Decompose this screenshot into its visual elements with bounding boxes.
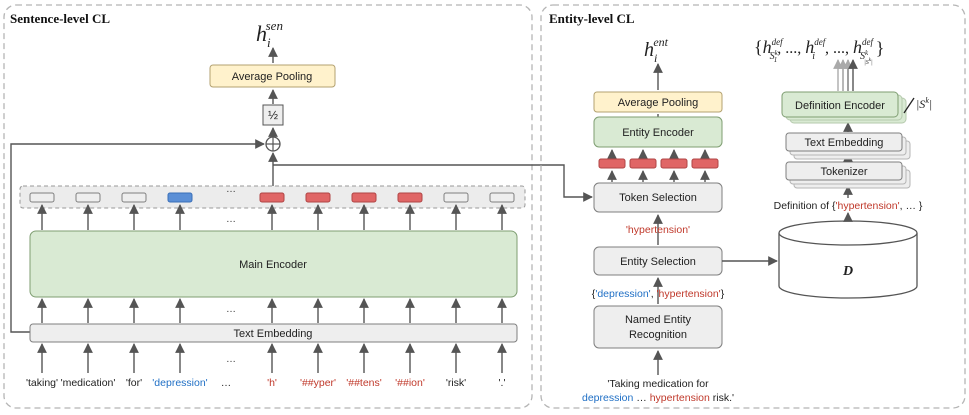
stack-count-label: |Sk| xyxy=(916,96,932,111)
text-embedding xyxy=(29,323,518,343)
tokenizer-label: Tokenizer xyxy=(820,166,867,178)
token-representation xyxy=(75,192,101,203)
entity-token-representation xyxy=(660,158,688,169)
sentence-average-pooling xyxy=(209,64,336,88)
token-representation xyxy=(305,192,331,203)
input-tokens: 'taking''medication' 'for' 'depression' … 'h… xyxy=(26,377,505,389)
svg-text:…: … xyxy=(226,214,236,225)
token-selection xyxy=(593,182,723,213)
entity-encoder-label: Entity Encoder xyxy=(622,127,694,139)
sentence-output-symbol: hisen xyxy=(256,18,283,50)
entity-token-representation xyxy=(691,158,719,169)
svg-text:…: … xyxy=(226,304,236,315)
entity-token-representation xyxy=(629,158,657,169)
sentence-pooling-label: Average Pooling xyxy=(232,71,313,83)
entity-level-panel: Entity-level CL hient Average Pooling En… xyxy=(540,4,966,409)
entity-average-pooling xyxy=(593,91,723,113)
entity-panel-border xyxy=(540,4,966,409)
svg-text:…: … xyxy=(226,354,236,365)
sentence-panel-border xyxy=(3,4,533,409)
token-representation xyxy=(397,192,423,203)
definition-text-embedding-label: Text Embedding xyxy=(805,137,884,149)
token-representations xyxy=(29,192,515,203)
ner-label-line1: Named Entity xyxy=(625,314,692,326)
sentence-level-panel: Sentence-level CL hisen Average Pooling … xyxy=(3,4,593,409)
selected-entity-label: 'hypertension' xyxy=(626,224,690,236)
token-representation xyxy=(29,192,55,203)
entity-token-representations xyxy=(598,149,719,182)
sentence-panel-title: Sentence-level CL xyxy=(10,11,110,26)
definition-embedding-stack: Text Embedding xyxy=(785,132,911,160)
main-encoder xyxy=(29,230,518,298)
input-token: 'taking' xyxy=(26,377,58,389)
entity-selection-label: Entity Selection xyxy=(620,256,696,268)
ner-label-line2: Recognition xyxy=(629,329,687,341)
definition-encoder-label: Definition Encoder xyxy=(795,100,885,112)
input-sentence-line2: depression … hypertension risk.' xyxy=(582,392,734,404)
input-token: '.' xyxy=(499,377,506,389)
definition-database: D xyxy=(778,220,918,299)
input-token: '##tens' xyxy=(346,377,382,389)
input-token: '##yper' xyxy=(300,377,336,389)
token-representation xyxy=(443,192,469,203)
token-representation xyxy=(121,192,147,203)
database-label: D xyxy=(842,264,853,279)
input-token: 'depression' xyxy=(152,377,207,389)
input-token: 'medication' xyxy=(61,377,116,389)
definition-encoder-stack: Definition Encoder xyxy=(781,91,907,124)
input-token: … xyxy=(221,377,232,389)
svg-text:…: … xyxy=(226,184,236,195)
text-embedding-label: Text Embedding xyxy=(234,328,313,340)
token-selection-label: Token Selection xyxy=(619,192,697,204)
entity-token-representation xyxy=(598,158,626,169)
named-entity-recognition xyxy=(593,305,723,349)
input-token: 'for' xyxy=(126,377,142,389)
token-representation xyxy=(259,192,285,203)
entity-panel-title: Entity-level CL xyxy=(549,11,635,26)
entity-output-symbol: hient xyxy=(644,35,669,65)
half-scale-box xyxy=(262,104,284,126)
residual-connection xyxy=(10,139,265,333)
main-encoder-label: Main Encoder xyxy=(239,259,307,271)
input-token: '##ion' xyxy=(395,377,425,389)
half-scale-label: ½ xyxy=(268,108,278,122)
token-representation xyxy=(351,192,377,203)
tokenizer-stack: Tokenizer xyxy=(785,161,911,189)
entity-pooling-label: Average Pooling xyxy=(618,97,699,109)
token-representation xyxy=(489,192,515,203)
definition-query-label: Definition of {'hypertension', … } xyxy=(774,200,923,212)
input-token: 'risk' xyxy=(446,377,466,389)
token-representation xyxy=(167,192,193,203)
input-token: 'h' xyxy=(267,377,277,389)
input-sentence-line1: 'Taking medication for xyxy=(607,378,709,390)
entity-encoder xyxy=(593,116,723,148)
to-token-selection-connector xyxy=(273,164,593,202)
detected-entities-label: {'depression', 'hypertension'} xyxy=(592,288,725,300)
